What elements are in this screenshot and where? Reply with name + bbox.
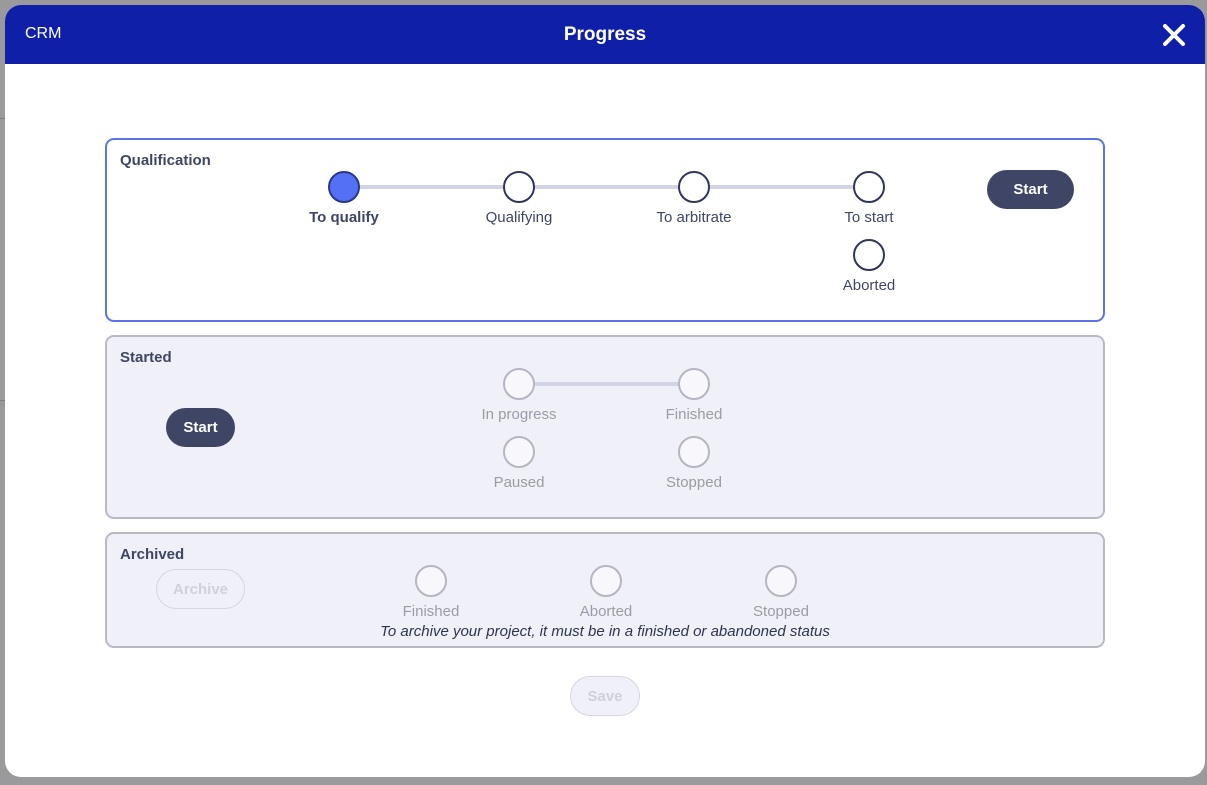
backdrop-divider xyxy=(0,118,6,119)
section-archived: Archived Archive Finished Aborted Stoppe… xyxy=(105,532,1105,648)
archive-button[interactable]: Archive xyxy=(156,569,245,609)
step-circle[interactable] xyxy=(853,171,885,203)
step-to-qualify[interactable]: To qualify xyxy=(284,171,404,226)
step-label: Qualifying xyxy=(485,209,553,226)
step-circle[interactable] xyxy=(415,565,447,597)
step-circle-current[interactable] xyxy=(328,171,360,203)
started-start-button[interactable]: Start xyxy=(166,408,235,447)
save-button[interactable]: Save xyxy=(570,676,640,716)
step-label: To arbitrate xyxy=(656,209,732,226)
step-label: Stopped xyxy=(666,474,722,491)
step-archived-finished[interactable]: Finished xyxy=(371,565,491,620)
step-label: Aborted xyxy=(842,277,896,294)
modal-title: Progress xyxy=(563,24,647,45)
section-title: Started xyxy=(120,349,172,366)
step-label: Paused xyxy=(493,474,545,491)
step-circle[interactable] xyxy=(678,171,710,203)
backdrop-divider xyxy=(0,400,6,401)
step-circle[interactable] xyxy=(765,565,797,597)
step-connector xyxy=(344,185,868,189)
step-label: Finished xyxy=(402,603,460,620)
step-circle[interactable] xyxy=(503,368,535,400)
qualification-start-button[interactable]: Start xyxy=(987,170,1074,209)
app-label: CRM xyxy=(25,25,62,42)
step-aborted[interactable]: Aborted xyxy=(809,239,929,294)
step-label: Stopped xyxy=(753,603,809,620)
step-connector xyxy=(519,382,694,386)
progress-modal: CRM Progress Qualification To qualify Qu… xyxy=(5,5,1205,777)
step-label: To start xyxy=(844,209,894,226)
step-label: In progress xyxy=(481,406,557,423)
step-in-progress[interactable]: In progress xyxy=(459,368,579,423)
step-circle[interactable] xyxy=(678,368,710,400)
step-circle[interactable] xyxy=(590,565,622,597)
step-to-start[interactable]: To start xyxy=(809,171,929,226)
step-circle[interactable] xyxy=(503,436,535,468)
step-circle[interactable] xyxy=(678,436,710,468)
step-archived-stopped[interactable]: Stopped xyxy=(721,565,841,620)
section-started: Started Start In progress Finished Pause… xyxy=(105,335,1105,519)
section-title: Archived xyxy=(120,546,185,563)
step-archived-aborted[interactable]: Aborted xyxy=(546,565,666,620)
modal-header: CRM Progress xyxy=(5,5,1205,64)
step-circle[interactable] xyxy=(503,171,535,203)
step-qualifying[interactable]: Qualifying xyxy=(459,171,579,226)
step-label: To qualify xyxy=(309,209,379,226)
section-qualification: Qualification To qualify Qualifying To a… xyxy=(105,138,1105,322)
section-title: Qualification xyxy=(120,152,211,169)
step-circle[interactable] xyxy=(853,239,885,271)
close-icon xyxy=(1163,24,1185,46)
step-finished[interactable]: Finished xyxy=(634,368,754,423)
step-paused[interactable]: Paused xyxy=(459,436,579,491)
archive-note: To archive your project, it must be in a… xyxy=(380,623,830,640)
step-stopped[interactable]: Stopped xyxy=(634,436,754,491)
close-button[interactable] xyxy=(1157,18,1191,52)
step-to-arbitrate[interactable]: To arbitrate xyxy=(634,171,754,226)
step-label: Finished xyxy=(665,406,723,423)
step-label: Aborted xyxy=(579,603,633,620)
